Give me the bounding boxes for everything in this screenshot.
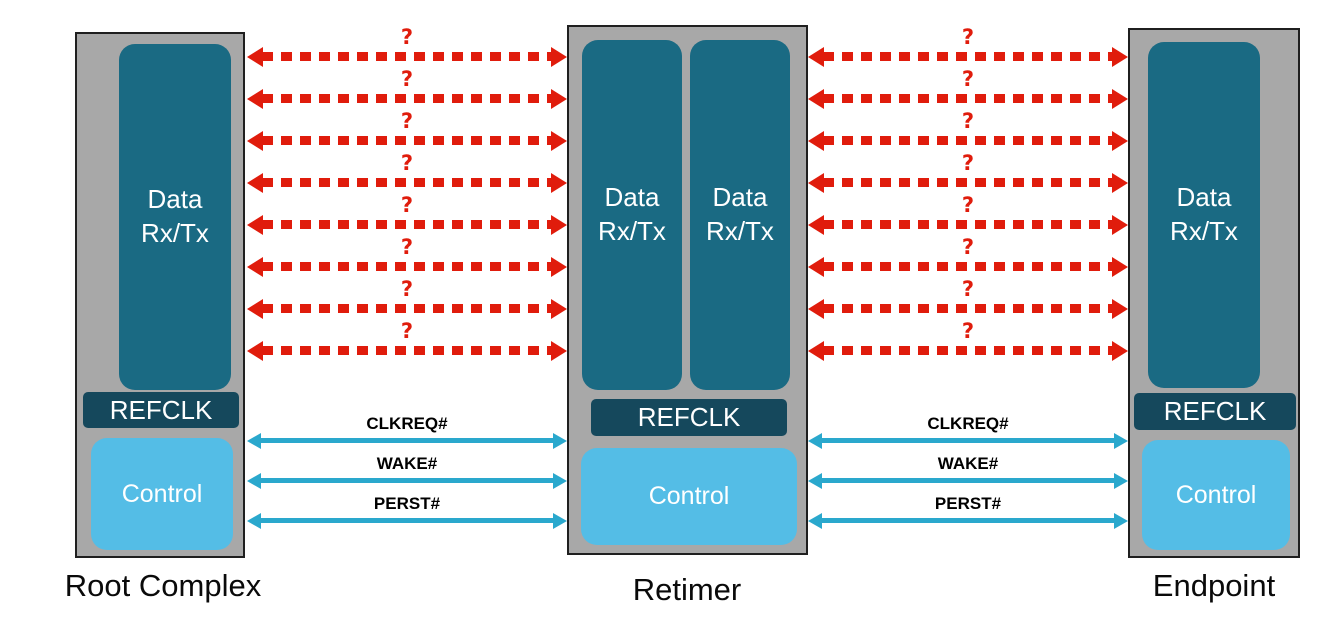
data-lane-double-arrow-icon <box>262 178 552 187</box>
data-lane: ? <box>808 109 1128 145</box>
data-lane-double-arrow-icon <box>823 220 1113 229</box>
control-signal-label: PERST# <box>934 494 1002 513</box>
control-signal-double-arrow-icon <box>821 438 1115 443</box>
retimer-data-rxtx-right-block: Data Rx/Tx <box>690 40 790 390</box>
root-complex-block: Data Rx/Tx REFCLK Control <box>75 32 245 558</box>
endpoint-refclk-bar: REFCLK <box>1134 393 1296 430</box>
control-signal-lane: WAKE# <box>808 454 1128 484</box>
control-signal-lane: PERST# <box>247 494 567 524</box>
data-lane: ? <box>808 235 1128 271</box>
endpoint-control-block: Control <box>1142 440 1290 550</box>
control-signal-double-arrow-icon <box>260 478 554 483</box>
retimer-label: Retimer <box>632 572 742 607</box>
data-lane: ? <box>808 319 1128 355</box>
control-signal-label: WAKE# <box>937 454 999 473</box>
root-data-rxtx-block: Data Rx/Tx <box>119 44 231 390</box>
endpoint-control-label: Control <box>1175 480 1257 509</box>
control-signal-double-arrow-icon <box>821 478 1115 483</box>
question-mark-label: ? <box>961 235 975 259</box>
retimer-refclk-label: REFCLK <box>637 402 741 432</box>
question-mark-label: ? <box>400 193 414 217</box>
question-mark-label: ? <box>400 25 414 49</box>
data-lane: ? <box>808 277 1128 313</box>
retimer-refclk-bar: REFCLK <box>591 399 787 436</box>
control-signal-lane: WAKE# <box>247 454 567 484</box>
retimer-data-rxtx-left-label: Data Rx/Tx <box>598 182 666 246</box>
retimer-control-block: Control <box>581 448 797 545</box>
data-lane: ? <box>808 67 1128 103</box>
data-lane: ? <box>247 319 567 355</box>
endpoint-data-rxtx-label: Data Rx/Tx <box>1170 182 1238 246</box>
control-signal-lane: CLKREQ# <box>808 414 1128 444</box>
data-lane: ? <box>247 235 567 271</box>
endpoint-label: Endpoint <box>1152 568 1276 603</box>
control-signal-label: CLKREQ# <box>927 414 1009 433</box>
question-mark-label: ? <box>961 193 975 217</box>
endpoint-refclk-label: REFCLK <box>1163 396 1267 426</box>
data-lane: ? <box>247 277 567 313</box>
data-lane-double-arrow-icon <box>823 94 1113 103</box>
data-lane: ? <box>808 151 1128 187</box>
root-refclk-bar: REFCLK <box>83 392 239 428</box>
question-mark-label: ? <box>961 25 975 49</box>
question-mark-label: ? <box>961 319 975 343</box>
retimer-data-rxtx-left-block: Data Rx/Tx <box>582 40 682 390</box>
data-lane: ? <box>808 25 1128 61</box>
control-signal-label: PERST# <box>373 494 441 513</box>
question-mark-label: ? <box>961 151 975 175</box>
data-lane: ? <box>247 193 567 229</box>
control-signal-label: CLKREQ# <box>366 414 448 433</box>
data-lane-double-arrow-icon <box>823 178 1113 187</box>
data-lane: ? <box>247 25 567 61</box>
endpoint-block: Data Rx/Tx REFCLK Control <box>1128 28 1300 558</box>
question-mark-label: ? <box>400 109 414 133</box>
data-lane: ? <box>247 67 567 103</box>
data-lane-double-arrow-icon <box>823 136 1113 145</box>
data-lane-double-arrow-icon <box>262 52 552 61</box>
question-mark-label: ? <box>400 319 414 343</box>
control-signal-double-arrow-icon <box>821 518 1115 523</box>
data-lane-double-arrow-icon <box>823 262 1113 271</box>
question-mark-label: ? <box>961 109 975 133</box>
control-signal-lane: PERST# <box>808 494 1128 524</box>
data-lane-double-arrow-icon <box>823 346 1113 355</box>
data-lane: ? <box>808 193 1128 229</box>
question-mark-label: ? <box>961 277 975 301</box>
data-lane: ? <box>247 151 567 187</box>
control-signal-double-arrow-icon <box>260 438 554 443</box>
root-complex-label: Root Complex <box>64 568 262 603</box>
question-mark-label: ? <box>400 151 414 175</box>
lane-group-root-to-retimer: ???????? CLKREQ# WAKE# PERST# <box>247 0 567 640</box>
root-refclk-label: REFCLK <box>109 394 213 425</box>
control-signal-double-arrow-icon <box>260 518 554 523</box>
data-lane-double-arrow-icon <box>262 220 552 229</box>
retimer-block: Data Rx/Tx Data Rx/Tx REFCLK Control <box>567 25 808 555</box>
retimer-control-label: Control <box>648 482 730 510</box>
data-lane-double-arrow-icon <box>823 304 1113 313</box>
lane-group-retimer-to-endpoint: ???????? CLKREQ# WAKE# PERST# <box>808 0 1128 640</box>
question-mark-label: ? <box>961 67 975 91</box>
root-control-block: Control <box>91 438 233 550</box>
endpoint-data-rxtx-block: Data Rx/Tx <box>1148 42 1260 388</box>
data-lane-double-arrow-icon <box>823 52 1113 61</box>
data-lane-double-arrow-icon <box>262 304 552 313</box>
data-lane-double-arrow-icon <box>262 346 552 355</box>
retimer-data-rxtx-right-label: Data Rx/Tx <box>706 182 774 246</box>
control-signal-lane: CLKREQ# <box>247 414 567 444</box>
control-signal-label: WAKE# <box>376 454 438 473</box>
data-lane-double-arrow-icon <box>262 94 552 103</box>
data-lane-double-arrow-icon <box>262 136 552 145</box>
question-mark-label: ? <box>400 277 414 301</box>
question-mark-label: ? <box>400 235 414 259</box>
root-data-rxtx-label: Data Rx/Tx <box>141 184 209 248</box>
data-lane: ? <box>247 109 567 145</box>
root-control-label: Control <box>121 479 203 508</box>
question-mark-label: ? <box>400 67 414 91</box>
data-lane-double-arrow-icon <box>262 262 552 271</box>
